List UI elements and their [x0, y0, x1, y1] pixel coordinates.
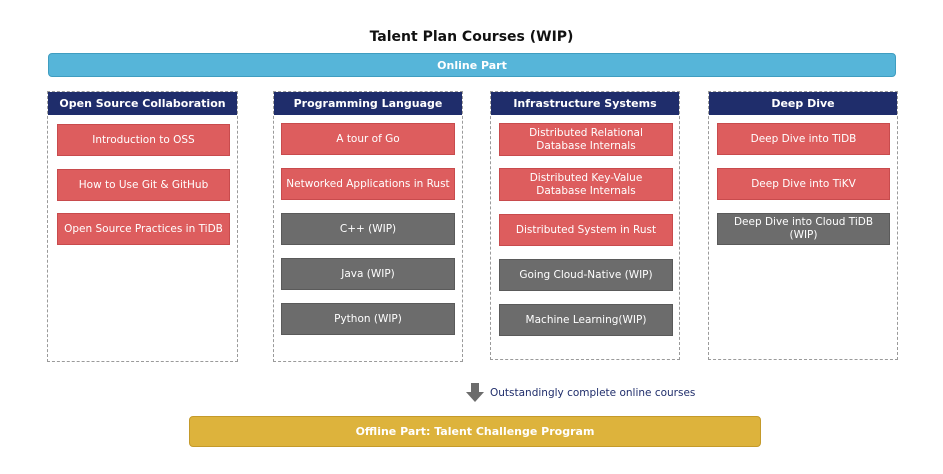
column-header: Open Source Collaboration: [48, 92, 237, 115]
course-box: Python (WIP): [281, 303, 455, 335]
column-open-source-collaboration: Open Source Collaboration Introduction t…: [47, 91, 238, 362]
course-box: Deep Dive into Cloud TiDB (WIP): [717, 213, 890, 245]
course-box: A tour of Go: [281, 123, 455, 155]
column-deep-dive: Deep Dive Deep Dive into TiDB Deep Dive …: [708, 91, 898, 360]
column-header: Programming Language: [274, 92, 462, 115]
offline-part-bar: Offline Part: Talent Challenge Program: [189, 416, 761, 447]
column-header: Deep Dive: [709, 92, 897, 115]
course-box: Distributed System in Rust: [499, 214, 673, 246]
column-header: Infrastructure Systems: [491, 92, 679, 115]
arrow-down-icon: [466, 383, 484, 402]
course-box: Machine Learning(WIP): [499, 304, 673, 336]
course-box: Deep Dive into TiKV: [717, 168, 890, 200]
arrow-caption: Outstandingly complete online courses: [490, 387, 696, 399]
course-box: C++ (WIP): [281, 213, 455, 245]
course-box: How to Use Git & GitHub: [57, 169, 230, 201]
course-box: Java (WIP): [281, 258, 455, 290]
diagram-title: Talent Plan Courses (WIP): [369, 29, 574, 45]
online-part-bar: Online Part: [48, 53, 896, 77]
column-infrastructure-systems: Infrastructure Systems Distributed Relat…: [490, 91, 680, 360]
course-box: Distributed Key-Value Database Internals: [499, 168, 673, 201]
course-box: Deep Dive into TiDB: [717, 123, 890, 155]
column-programming-language: Programming Language A tour of Go Networ…: [273, 91, 463, 362]
course-box: Going Cloud-Native (WIP): [499, 259, 673, 291]
course-box: Introduction to OSS: [57, 124, 230, 156]
course-box: Distributed Relational Database Internal…: [499, 123, 673, 156]
course-box: Open Source Practices in TiDB: [57, 213, 230, 245]
course-box: Networked Applications in Rust: [281, 168, 455, 200]
online-part-label: Online Part: [437, 58, 507, 72]
offline-part-label: Offline Part: Talent Challenge Program: [355, 425, 595, 438]
